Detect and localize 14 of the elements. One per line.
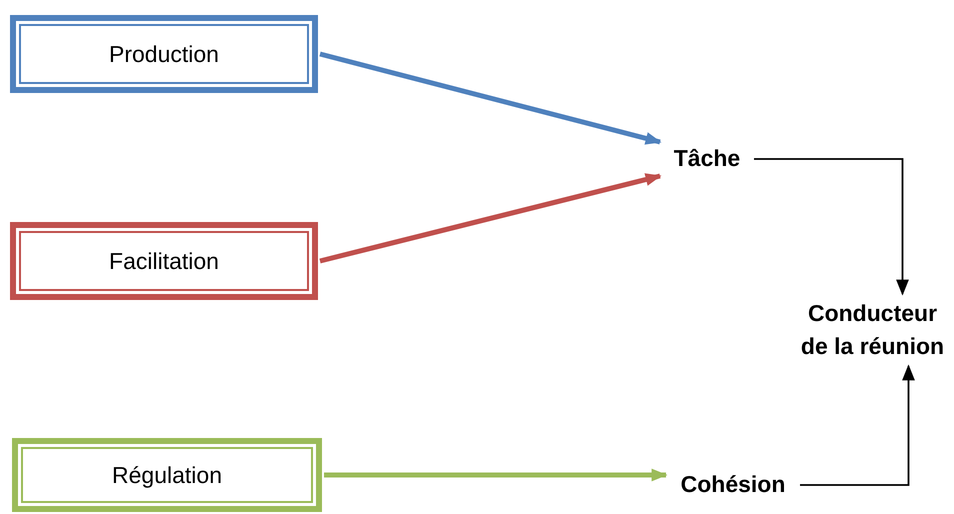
node-label: Tâche: [662, 142, 752, 176]
node-label: Cohésion: [668, 468, 798, 502]
arrow: [319, 52, 662, 145]
box-label: Production: [109, 40, 219, 68]
double-bordered-box: [12, 438, 322, 512]
double-bordered-box: [10, 15, 318, 93]
double-bordered-box: [10, 222, 318, 300]
arrow: [319, 173, 662, 264]
box-label: Facilitation: [109, 248, 219, 274]
arrow: [800, 364, 915, 486]
arrow: [754, 158, 909, 296]
box-label: Régulation: [112, 462, 222, 488]
arrow: [324, 468, 668, 482]
node-label: Conducteur de la réunion: [800, 296, 945, 364]
